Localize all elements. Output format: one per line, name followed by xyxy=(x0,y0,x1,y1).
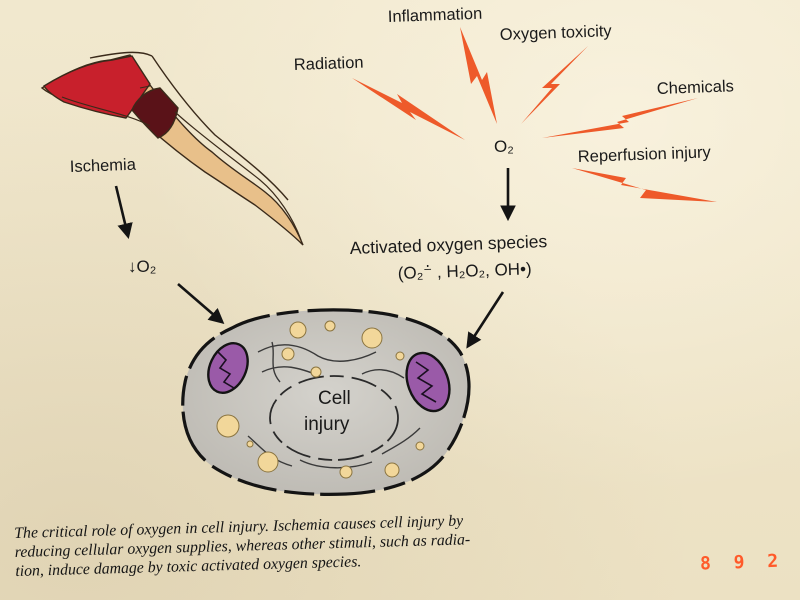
bolt-icon-reperfusion-injury xyxy=(572,168,717,202)
camera-date-stamp: 8 9 2 xyxy=(699,550,785,575)
label-activated-oxygen-formulas: (O₂⁻̇ , H₂O₂, OH•) xyxy=(397,259,531,283)
label-radiation: Radiation xyxy=(294,54,364,74)
cell-nucleus xyxy=(269,375,399,461)
artery-illustration xyxy=(40,51,304,246)
label-chemicals: Chemicals xyxy=(657,77,735,98)
artery-blood xyxy=(43,55,151,119)
cell-label-line1: Cell xyxy=(318,388,351,409)
arrows xyxy=(114,168,516,349)
arrow-ischemia-to-reduced-o2 xyxy=(114,185,133,240)
mitochondrion-left xyxy=(207,342,249,394)
artery-occlusion xyxy=(131,87,179,139)
label-reduced-o2: ↓O₂ xyxy=(128,257,156,276)
cell-illustration: Cell injury xyxy=(181,308,471,496)
cell-label-line2: injury xyxy=(304,414,350,435)
label-o2-source: O₂ xyxy=(494,137,514,156)
label-ischemia: Ischemia xyxy=(70,156,137,176)
bolt-icon-radiation xyxy=(352,78,465,140)
bolt-icon-chemicals xyxy=(542,98,698,138)
cell-membrane xyxy=(181,308,471,496)
bolt-icon-oxygen-toxicity xyxy=(521,46,588,124)
arrow-species-to-cell xyxy=(466,291,505,349)
cell-droplets xyxy=(216,320,425,479)
label-oxygen-toxicity: Oxygen toxicity xyxy=(500,22,613,44)
label-activated-oxygen-species: Activated oxygen species xyxy=(349,231,547,258)
label-inflammation: Inflammation xyxy=(388,5,483,26)
lightning-bolts xyxy=(352,27,717,202)
arrow-reduced-o2-to-cell xyxy=(177,283,225,325)
bolt-icon-inflammation xyxy=(460,27,497,124)
mitochondrion-right xyxy=(405,351,451,413)
label-reperfusion-injury: Reperfusion injury xyxy=(578,143,712,166)
